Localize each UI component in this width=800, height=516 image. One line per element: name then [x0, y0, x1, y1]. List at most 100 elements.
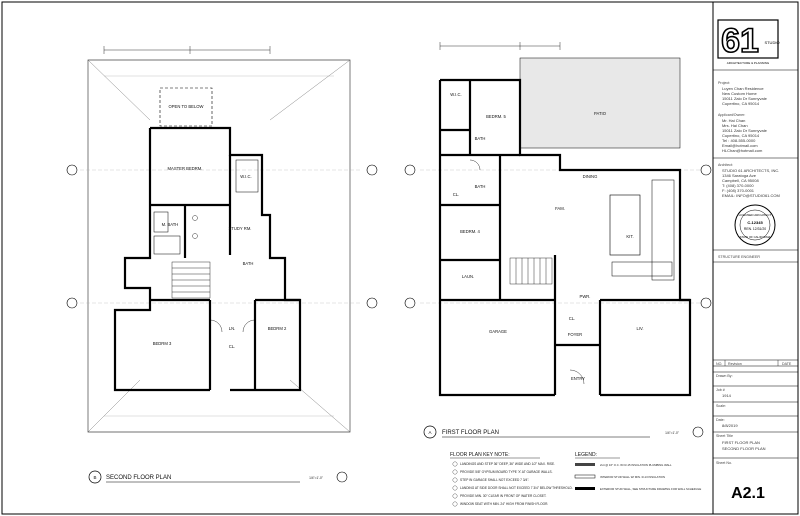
project-line: Luyen Chan Residence [722, 86, 764, 91]
room-label: PWR. [580, 294, 591, 299]
room-label: STUDY RM. [229, 226, 252, 231]
project-line: 15011 Zalo Dr Sunnyvale [722, 96, 768, 101]
applicant-line: Mrs. Hai Chan [722, 123, 748, 128]
architect-label: Architect: [718, 163, 733, 167]
structure-engineer-label: STRUCTURE ENGINEER [718, 255, 760, 259]
room-label: LAUN. [462, 274, 474, 279]
sheet-title-label: Sheet Title [716, 434, 733, 438]
legend-swatch [575, 487, 595, 490]
architect-seal: LICENSED ARCHITECT C-12345 REN. 12/31/20… [734, 204, 776, 246]
job-number-label: Job # [716, 388, 725, 392]
applicant-line: HLChan@hotmail.com [722, 148, 763, 153]
room-label: M. BATH [162, 222, 179, 227]
room-label: PATIO [594, 111, 607, 116]
drawn-by-label: Drawn By: [716, 374, 733, 378]
patio-area [519, 57, 681, 149]
logo-caption: STUDIO [764, 40, 779, 45]
room-label: DINING [583, 174, 598, 179]
room-label: W.I.C. [240, 174, 251, 179]
room-label: BEDRM. 5 [486, 114, 506, 119]
legend-swatch [575, 463, 595, 466]
architect-line: Campbell, CA 95008 [722, 178, 759, 183]
sheet-title-line: FIRST FLOOR PLAN [722, 440, 760, 445]
room-label: KIT. [626, 234, 633, 239]
rev-header: DATE [782, 362, 792, 366]
project-line: New Custom Home [722, 91, 757, 96]
north-arrow-icon [336, 471, 348, 483]
architect-line: EMAIL: INFO@STUDIO61.COM [722, 193, 780, 198]
date-label: Date: [716, 418, 725, 422]
applicant-line: Cupertino, CA 95014 [722, 133, 760, 138]
seal-line: STATE OF CALIFORNIA [740, 235, 771, 239]
scale-note: 1/4"=1'-0" [309, 476, 323, 480]
key-notes: FLOOR PLAN KEY NOTE: LANDINGS AND STEP 3… [450, 452, 573, 507]
keynote-item: WINDOW SEAT WITH MIN. 24" HIGH FROM FINI… [460, 502, 548, 506]
room-label: FOYER [568, 332, 582, 337]
room-label: CL. [453, 192, 460, 197]
project-line: Cupertino, CA 95014 [722, 101, 760, 106]
room-label: FAM. [555, 206, 565, 211]
sheet-title-line: SECOND FLOOR PLAN [722, 446, 766, 451]
room-label: CL. [569, 316, 576, 321]
room-label: BEDRM 3 [153, 341, 172, 346]
keynote-item: PROVIDE 5/8" GYPSUM BOARD TYPE 'X' AT GA… [460, 470, 553, 474]
job-number-value: 1914 [722, 393, 732, 398]
keynote-item: LANDINGS AND STEP 36" DEEP, 36" WIDE AND… [460, 462, 555, 466]
scale-label: Scale: [716, 404, 726, 408]
applicant-label: Applicant/Owner: [718, 113, 745, 117]
architect-line: STUDIO 61 ARCHITECTS, INC. [722, 168, 779, 173]
first-floor-title: FIRST FLOOR PLAN [442, 430, 499, 436]
room-label: BATH [475, 184, 486, 189]
room-label: BATH [243, 261, 254, 266]
seal-line: LICENSED ARCHITECT [739, 213, 772, 217]
plan-bubble [423, 425, 437, 439]
logo-number: 61 [721, 22, 759, 60]
legend-item: INTERIOR STUD WALL W/ MIN. R-13 INSULATI… [600, 475, 665, 479]
project-label: Project: [718, 81, 730, 85]
architect-line: T: (408) 370-0000 [722, 183, 754, 188]
architect-line: 1346 Saratoga Ave [722, 173, 757, 178]
applicant-line: Email@hotmail.com [722, 143, 758, 148]
room-label: LIV. [636, 326, 643, 331]
room-label: W.I.C. [450, 92, 461, 97]
legend-item: EXTERIOR STUD WALL, SEE STRUCTURE DRAWIN… [600, 487, 701, 491]
north-arrow-icon [692, 426, 704, 438]
applicant-line: Mr. Hai Chan [722, 118, 745, 123]
plan-bubble-letter: A [428, 430, 431, 435]
keynote-title: FLOOR PLAN KEY NOTE: [450, 452, 510, 458]
revision-table: NO. Revision DATE [713, 359, 798, 367]
room-label: ENTRY [571, 376, 585, 381]
legend-item: 2x4 @ 16" O.C. W/ R-15 INSULATION PLUMBI… [600, 463, 672, 467]
scale-note: 1/4"=1'-0" [665, 431, 679, 435]
second-floor-title: SECOND FLOOR PLAN [106, 475, 171, 481]
logo-subtitle: ARCHITECTURE & PLANNING [727, 61, 770, 65]
seal-line: C-12345 [747, 220, 763, 225]
room-label: MASTER BEDRM. [168, 166, 203, 171]
applicant-line: 15011 Zalo Dr Sunnyvale [722, 128, 768, 133]
studio-logo: 61 STUDIO ARCHITECTURE & PLANNING [717, 19, 780, 65]
first-floor-plan: W.I.C. BEDRM. 5 PATIO BATH BATH CL. DINI… [404, 42, 712, 439]
date-value: 8/8/2019 [722, 423, 738, 428]
rev-header: Revision [728, 362, 742, 366]
legend-swatch [574, 474, 596, 479]
applicant-line: Tel : 408-555-0000 [722, 138, 756, 143]
sheet-number: A2.1 [731, 485, 765, 502]
room-label: BATH [475, 136, 486, 141]
architect-line: F: (408) 370-0001 [722, 188, 755, 193]
rev-header: NO. [716, 362, 722, 366]
room-label: LN. [229, 326, 236, 331]
second-floor-plan: MASTER BEDRM. W.I.C. M. BATH STUDY RM. B… [66, 46, 378, 484]
room-label: GARAGE [489, 329, 507, 334]
keynote-item: STEP IN GARAGE SHALL NOT EXCEED 7 3/4". [460, 478, 529, 482]
title-block: 61 STUDIO ARCHITECTURE & PLANNING Projec… [713, 19, 798, 502]
keynote-item: LANDING AT SIDE DOOR SHALL NOT EXCEED 7 … [460, 486, 573, 490]
room-label: BEDRM 2 [268, 326, 287, 331]
room-label: CL. [229, 344, 236, 349]
plan-bubble [88, 470, 102, 484]
keynote-item: PROVIDE MIN. 30" CLEAR IN FRONT OF WATER… [460, 494, 547, 498]
legend-title: LEGEND: [575, 452, 597, 458]
room-label: BEDRM. 4 [460, 229, 480, 234]
seal-line: REN. 12/31/20 [744, 227, 766, 231]
legend: LEGEND: 2x4 @ 16" O.C. W/ R-15 INSULATIO… [574, 452, 701, 491]
